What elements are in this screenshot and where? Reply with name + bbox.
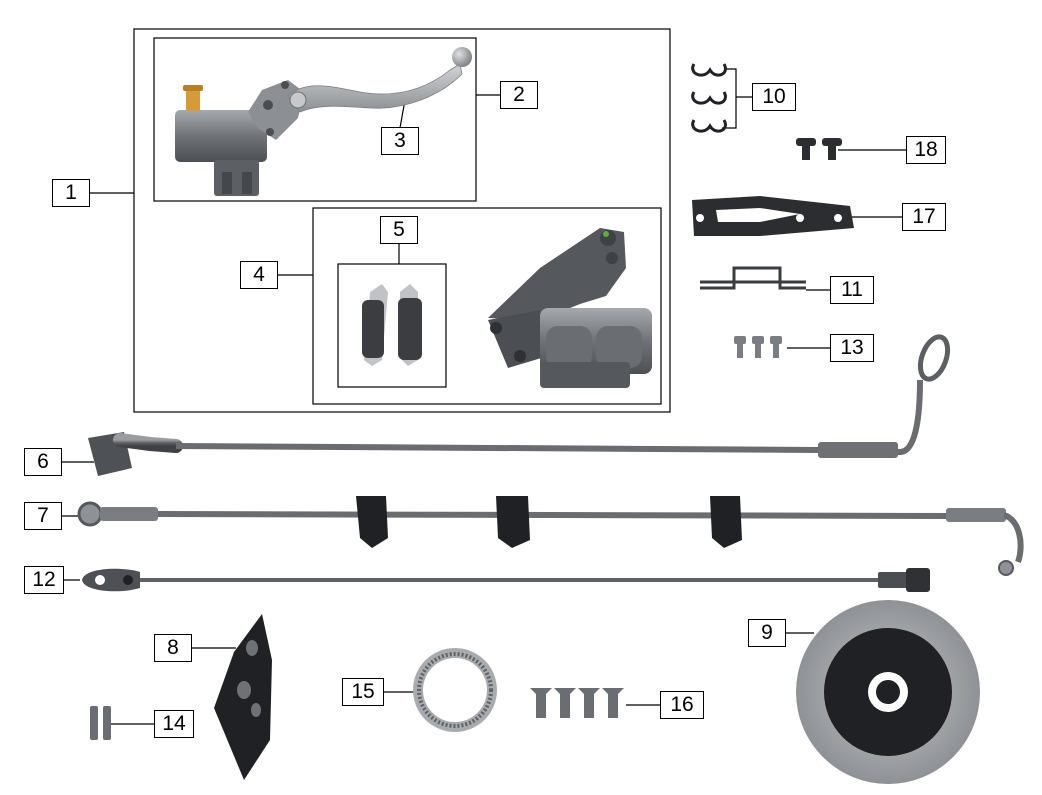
assembly-5-frame [337, 263, 447, 388]
hose-clips [356, 496, 742, 548]
brake-lever [287, 63, 463, 113]
callout-1: 1 [52, 179, 90, 207]
callout-6: 6 [24, 448, 62, 476]
bolts-18 [796, 138, 842, 160]
assembly-4-frame [312, 207, 662, 405]
callout-10: 10 [752, 83, 796, 111]
abs-tone-ring [413, 648, 497, 732]
brake-caliper [488, 228, 652, 388]
leader-lines [62, 68, 906, 725]
callout-2: 2 [500, 81, 538, 109]
master-cylinder-assembly [175, 47, 472, 196]
caliper-guard [214, 614, 272, 780]
assembly-2-frame [153, 37, 477, 202]
callout-14: 14 [154, 710, 194, 738]
callout-13: 13 [830, 334, 874, 362]
bolts-13 [734, 336, 782, 358]
callout-12: 12 [24, 566, 64, 594]
callout-8: 8 [154, 634, 192, 662]
callout-11: 11 [830, 276, 874, 304]
bolts-14 [90, 706, 111, 740]
callout-5: 5 [380, 216, 418, 244]
lever-ball-end [452, 47, 472, 67]
callout-7: 7 [24, 502, 62, 530]
callout-18: 18 [906, 136, 946, 164]
callout-3: 3 [381, 127, 419, 155]
brake-disc [796, 600, 980, 784]
callout-16: 16 [660, 691, 704, 719]
brake-hose-front [88, 334, 951, 476]
brake-hose-rear [77, 496, 1024, 576]
assembly-1-frame [133, 28, 671, 413]
callout-15: 15 [342, 678, 384, 706]
callout-9: 9 [748, 619, 786, 647]
wheel-speed-sensor-cable [82, 568, 930, 592]
mount-bracket [692, 196, 854, 236]
screws-16 [530, 688, 624, 718]
brass-banjo-fitting [183, 85, 203, 111]
clips-10 [691, 63, 727, 133]
brake-pads [362, 284, 422, 366]
callout-17: 17 [902, 203, 946, 231]
wire-clip-11 [700, 266, 806, 290]
callout-4: 4 [240, 261, 278, 289]
